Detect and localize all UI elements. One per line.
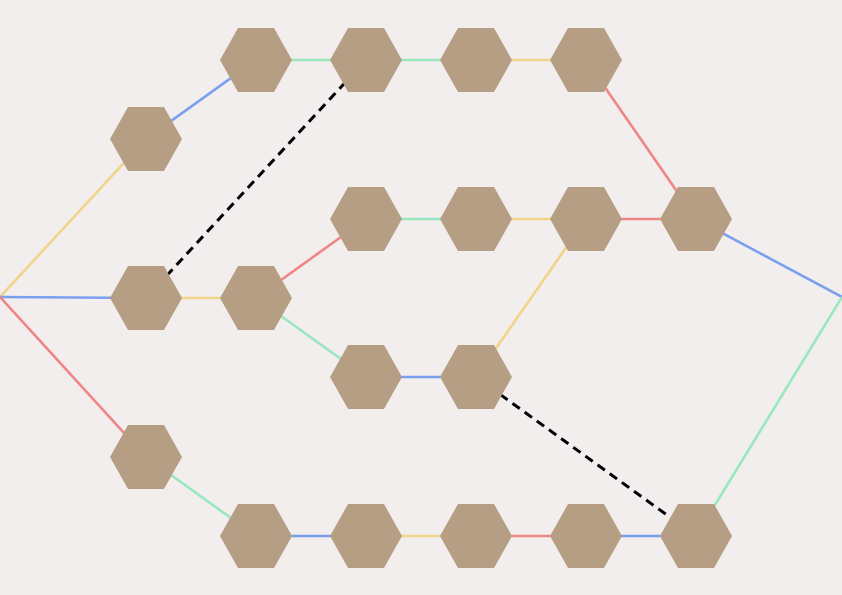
edge-start-n3	[0, 296, 147, 458]
edge-start-n1	[0, 138, 147, 298]
hexagon-node-n7	[550, 28, 622, 92]
hexagon-node-n1	[110, 107, 182, 171]
hexagon-node-n14	[440, 345, 512, 409]
hexagon-node-n16	[330, 504, 402, 568]
nodes-layer	[110, 28, 732, 568]
edge-n19-end	[694, 296, 842, 537]
hexagon-node-n5	[330, 28, 402, 92]
hexagon-node-n9	[220, 266, 292, 330]
hexagon-node-n2	[110, 266, 182, 330]
hexagon-node-n12	[440, 187, 512, 251]
hexagon-node-n4	[220, 28, 292, 92]
hexagon-node-n6	[440, 28, 512, 92]
hexagon-node-n10	[330, 187, 402, 251]
hexagon-node-n11	[330, 345, 402, 409]
dashed-edge-n14-n19	[475, 375, 697, 538]
dashed-edge-n2-n5	[144, 58, 368, 300]
hexagon-node-n19	[660, 504, 732, 568]
hexagon-node-n18	[550, 504, 622, 568]
hexagon-node-n15	[220, 504, 292, 568]
hexagon-node-n17	[440, 504, 512, 568]
hexagon-node-n3	[110, 425, 182, 489]
hexagon-node-n8	[660, 187, 732, 251]
hexagon-node-n13	[550, 187, 622, 251]
